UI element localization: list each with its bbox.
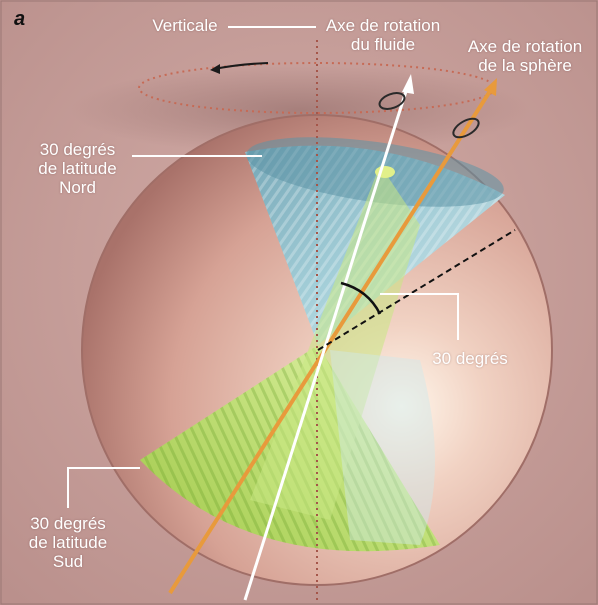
north-latitude-label: 30 degrés de latitude Nord [20, 140, 135, 197]
fluid-axis-label: Axe de rotation du fluide [318, 16, 448, 54]
panel-letter: a [14, 8, 25, 31]
sphere-axis-label: Axe de rotation de la sphère [455, 37, 595, 75]
south-latitude-label: 30 degrés de latitude Sud [8, 514, 128, 571]
angle-label: 30 degrés [420, 349, 520, 368]
vertical-label: Verticale [140, 16, 230, 35]
